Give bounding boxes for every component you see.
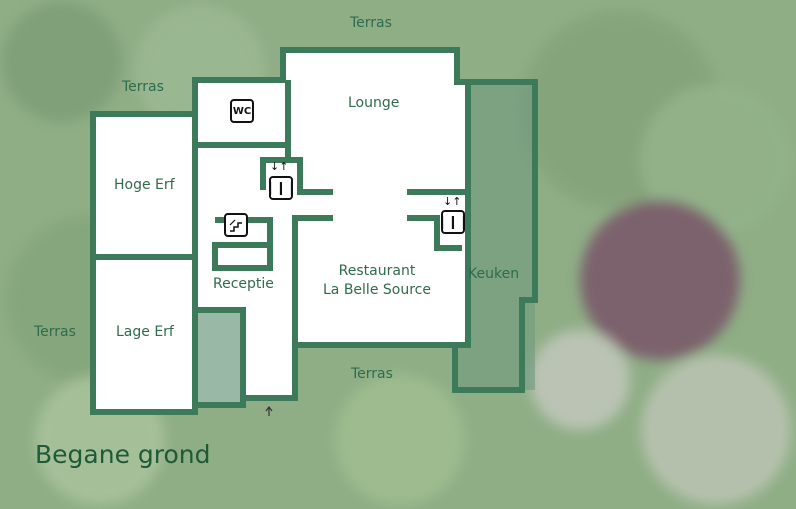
room-lounge: Lounge (348, 95, 400, 111)
restaurant-name-line1: Restaurant (338, 263, 416, 279)
room-keuken: Keuken (468, 266, 520, 282)
label-terras-left: Terras (34, 324, 76, 340)
label-terras-left-top: Terras (122, 79, 164, 95)
label-terras-top: Terras (350, 15, 392, 31)
elevator-arrows-icon: ↓↑ (443, 195, 462, 208)
restaurant-name-line2: La Belle Source (323, 282, 431, 298)
elevator-arrows-icon: ↓↑ (270, 160, 289, 173)
entrance-arrow-icon (265, 406, 273, 416)
room-lage-erf: Lage Erf (116, 324, 174, 340)
label-terras-bottom: Terras (351, 366, 393, 382)
elevator-icon: ❙❙❙ (269, 176, 293, 200)
stairs-icon (224, 213, 248, 237)
room-restaurant: Restaurant La Belle Source (312, 262, 442, 300)
elevator-icon: ❙❙❙ (441, 210, 465, 234)
floor-title: Begane grond (35, 440, 211, 469)
room-receptie: Receptie (213, 276, 274, 292)
wc-icon: WC (230, 99, 254, 123)
room-hoge-erf: Hoge Erf (114, 177, 175, 193)
